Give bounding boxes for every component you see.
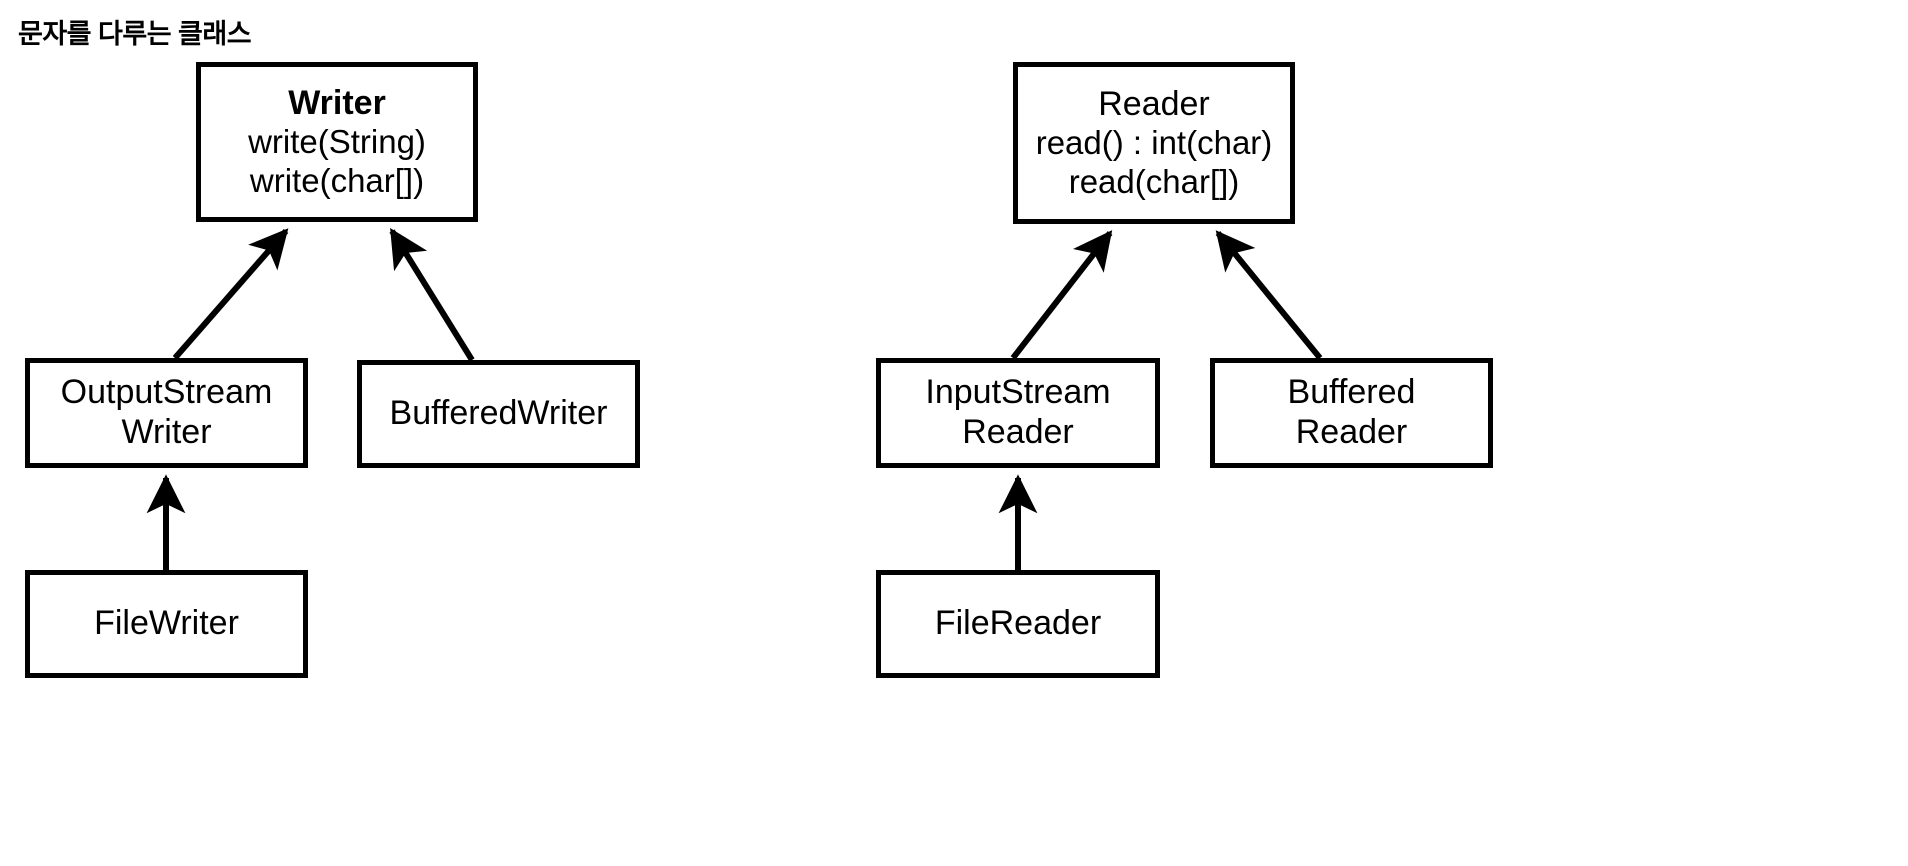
class-member-writer-1: write(char[]) [249, 161, 425, 199]
class-name-filewriter: FileWriter [94, 604, 239, 643]
arrow-inputstreamreader-to-reader [1010, 230, 1113, 360]
class-name-inputstreamreader-line-0: InputStream [925, 373, 1111, 412]
class-box-filewriter[interactable]: FileWriter [25, 570, 308, 678]
class-name-bufferedwriter: BufferedWriter [389, 394, 608, 433]
class-name-bufferedreader-line-0: Buffered [1287, 373, 1416, 412]
class-name-bufferedreader-line-1: Reader [1295, 413, 1408, 451]
class-box-bufferedreader[interactable]: Buffered Reader [1210, 358, 1493, 468]
class-name-outputstreamwriter-line-1: Writer [121, 413, 212, 451]
class-name-reader: Reader [1098, 84, 1210, 123]
class-box-reader[interactable]: Reader read() : int(char) read(char[]) [1013, 62, 1295, 224]
arrow-outputstreamwriter-to-writer [172, 228, 289, 360]
class-member-reader-0: read() : int(char) [1035, 124, 1273, 162]
class-name-filereader: FileReader [934, 604, 1102, 643]
class-member-writer-0: write(String) [248, 123, 426, 161]
arrow-bufferedreader-to-reader [1215, 230, 1323, 360]
class-name-inputstreamreader-line-1: Reader [962, 413, 1074, 451]
page-title: 문자를 다루는 클래스 [18, 19, 252, 49]
class-box-filereader[interactable]: FileReader [876, 570, 1160, 678]
arrow-bufferedwriter-to-writer [389, 227, 475, 362]
class-box-inputstreamreader[interactable]: InputStream Reader [876, 358, 1160, 468]
class-name-writer: Writer [288, 83, 386, 122]
class-box-bufferedwriter[interactable]: BufferedWriter [357, 360, 640, 468]
class-box-writer[interactable]: Writer write(String) write(char[]) [196, 62, 478, 222]
class-member-reader-1: read(char[]) [1068, 162, 1240, 200]
class-name-outputstreamwriter-line-0: OutputStream [60, 373, 273, 412]
class-box-outputstreamwriter[interactable]: OutputStream Writer [25, 358, 308, 468]
